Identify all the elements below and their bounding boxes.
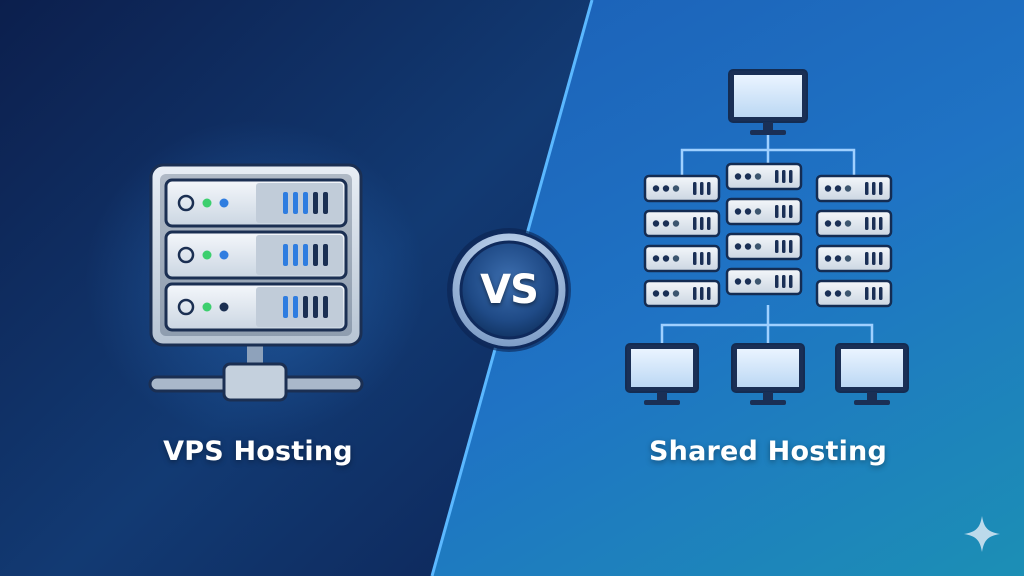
server-unit	[643, 174, 721, 203]
server-unit	[643, 244, 721, 273]
server-unit	[815, 209, 893, 238]
server-unit	[725, 267, 803, 296]
vs-label: VS	[480, 267, 539, 313]
server-unit	[643, 279, 721, 308]
server-unit	[725, 232, 803, 261]
vps-hosting-label: VPS Hosting	[163, 436, 353, 467]
server-unit	[815, 174, 893, 203]
dedicated-server-rack-icon	[148, 163, 364, 402]
shared-hosting-label: Shared Hosting	[649, 436, 887, 467]
server-unit	[725, 162, 803, 191]
server-unit	[815, 244, 893, 273]
server-unit	[815, 279, 893, 308]
server-unit	[643, 209, 721, 238]
server-unit	[725, 197, 803, 226]
vs-badge	[447, 228, 571, 352]
shared-server-network-icon	[625, 69, 909, 405]
sparkle-icon	[964, 516, 1000, 552]
